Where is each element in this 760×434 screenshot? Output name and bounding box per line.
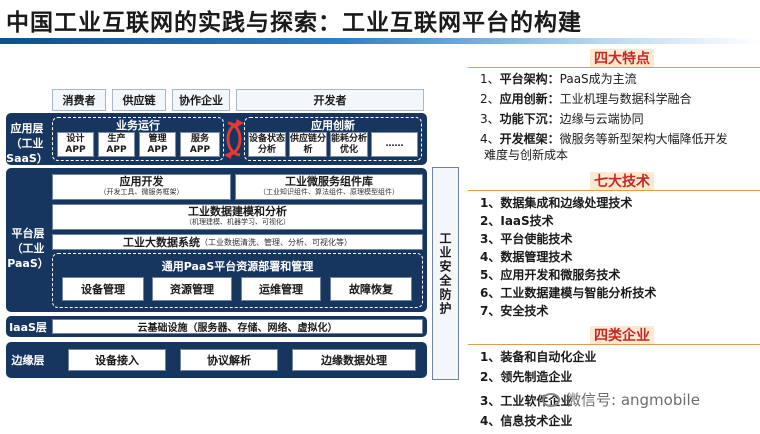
feature-item: 1、平台架构：PaaS成为主流	[480, 72, 637, 86]
device-management: 设备管理	[62, 277, 144, 301]
bigdata-box: 工业大数据系统 （工业数据清洗、管理、分析、可视化等）	[52, 234, 423, 250]
more-apps: ……	[371, 132, 418, 157]
modeling-box: 工业数据建模和分析 （机理建模、机器学习、可视化）	[52, 204, 423, 230]
production-app: 生产APP	[98, 132, 135, 157]
cycle-arrows-icon	[224, 119, 244, 159]
saas-layer-label: 应用层（工业SaaS）	[6, 122, 48, 165]
equipment-analysis-app: 设备状态分析	[248, 132, 286, 157]
ops-management: 运维管理	[241, 277, 321, 301]
design-app: 设计APP	[57, 132, 94, 157]
app-dev-sub: （开发工具、微服务框架）	[99, 188, 184, 196]
enterprise-item: 1、装备和自动化企业	[480, 350, 597, 364]
edge-data-processing: 边缘数据处理	[292, 349, 416, 371]
iaas-layer-label: IaaS层	[9, 321, 47, 334]
enterprises-divider	[468, 344, 760, 345]
tech-item: 3、平台使能技术	[480, 232, 573, 246]
actor-supply-chain: 供应链	[112, 89, 166, 111]
actor-consumer: 消费者	[52, 89, 106, 111]
resource-title: 通用PaaS平台资源部署和管理	[161, 260, 314, 273]
tech-item: 7、安全技术	[480, 304, 549, 318]
fault-recovery: 故障恢复	[330, 277, 412, 301]
device-access: 设备接入	[68, 349, 166, 371]
microservice-sub: （工业知识组件、算法组件、原理模型组件）	[259, 188, 399, 196]
innovation-title: 应用创新	[311, 119, 355, 132]
bigdata-title: 工业大数据系统	[123, 235, 200, 249]
feature-item: 4、开发框架：微服务等新型架构大幅降低开发	[480, 132, 728, 146]
wechat-icon	[542, 393, 560, 407]
modeling-title: 工业数据建模和分析	[188, 205, 287, 218]
feature-item: 2、应用创新：工业机理与数据科学融合	[480, 92, 692, 106]
page-title: 中国工业互联网的实践与探索：工业互联网平台的构建	[6, 10, 582, 36]
features-heading: 四大特点	[590, 49, 654, 67]
feature-continuation: 难度与创新成本	[484, 148, 569, 162]
enterprise-item: 4、信息技术企业	[480, 414, 573, 428]
title-divider	[0, 38, 760, 44]
tech-item: 1、数据集成和边缘处理技术	[480, 196, 633, 210]
cloud-infrastructure: 云基础设施（服务器、存储、网络、虚拟化）	[52, 319, 423, 334]
bigdata-sub: （工业数据清洗、管理、分析、可视化等）	[200, 237, 352, 247]
resource-group	[52, 253, 423, 308]
actor-developer: 开发者	[236, 89, 424, 111]
app-dev-box: 应用开发 （开发工具、微服务框架）	[52, 174, 231, 200]
wechat-watermark: 微信号: angmobile	[566, 391, 700, 409]
microservice-title: 工业微服务组件库	[285, 175, 373, 188]
service-app: 服务APP	[180, 132, 220, 157]
tech-item: 5、应用开发和微服务技术	[480, 268, 621, 282]
enterprises-heading: 四类企业	[590, 326, 654, 344]
edge-layer-label: 边缘层	[11, 354, 45, 367]
energy-optimization-app: 能耗分析优化	[330, 132, 368, 157]
techs-divider	[468, 190, 760, 191]
features-divider	[468, 67, 760, 68]
microservice-box: 工业微服务组件库 （工业知识组件、算法组件、原理模型组件）	[235, 174, 423, 200]
techs-heading: 七大技术	[590, 172, 654, 190]
paas-layer-label: 平台层（工业PaaS）	[7, 227, 49, 270]
security-column: 工业安全防护	[432, 167, 459, 380]
modeling-sub: （机理建模、机器学习、可视化）	[185, 218, 290, 226]
tech-item: 6、工业数据建模与智能分析技术	[480, 286, 657, 300]
resource-management: 资源管理	[152, 277, 232, 301]
business-group	[52, 117, 224, 161]
business-title: 业务运行	[116, 119, 160, 132]
tech-item: 2、IaaS技术	[480, 214, 554, 228]
app-dev-title: 应用开发	[119, 175, 164, 188]
actor-partner: 协作企业	[172, 89, 230, 111]
management-app: 管理APP	[139, 132, 176, 157]
enterprise-item: 2、领先制造企业	[480, 370, 573, 384]
tech-item: 4、数据管理技术	[480, 250, 573, 264]
protocol-parsing: 协议解析	[180, 349, 278, 371]
supply-chain-analysis-app: 供应链分析	[289, 132, 327, 157]
feature-item: 3、功能下沉：边缘与云端协同	[480, 112, 644, 126]
innovation-group	[244, 117, 422, 161]
